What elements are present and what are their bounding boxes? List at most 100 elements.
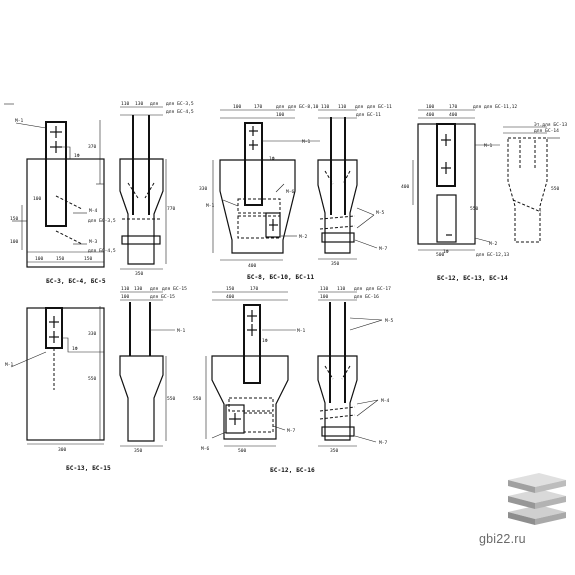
- drawing-bs16-side: 110 110 для для БС-17 100 для БС-16 М-5 …: [317, 286, 394, 454]
- column-stub: [436, 123, 456, 187]
- svg-text:500: 500: [238, 448, 247, 454]
- block-outline: [119, 158, 164, 265]
- svg-text:1Ф: 1Ф: [74, 153, 80, 159]
- svg-text:для: для: [150, 102, 159, 107]
- drawing-bs12-side: Эт.для БС-13 для БС-14 550: [503, 122, 567, 243]
- mark-m1: М-1: [297, 328, 306, 334]
- mark-m4: М-4: [381, 398, 390, 404]
- mark-m6: М-6: [286, 189, 295, 195]
- mark-m7: М-7: [379, 246, 388, 252]
- svg-text:370: 370: [88, 144, 97, 150]
- note-text: для БС-4,5: [88, 248, 116, 254]
- svg-text:Эт.для БС-13: Эт.для БС-13: [534, 122, 567, 128]
- caption-group3: БС-12, БС-13, БС-14: [437, 275, 508, 282]
- stacked-slabs-logo: [508, 473, 566, 525]
- mark-m1: М-1: [15, 118, 24, 124]
- svg-text:1Ф: 1Ф: [262, 338, 268, 344]
- svg-text:100: 100: [426, 104, 435, 110]
- svg-text:150: 150: [56, 256, 65, 262]
- watermark-text[interactable]: gbi22.ru: [479, 532, 526, 546]
- svg-text:300: 300: [58, 447, 67, 453]
- svg-text:150: 150: [10, 216, 19, 222]
- svg-text:100: 100: [10, 239, 19, 245]
- svg-text:400: 400: [401, 184, 410, 190]
- svg-text:400: 400: [449, 112, 458, 118]
- mark-m1: М-1: [302, 139, 311, 145]
- svg-text:130: 130: [134, 286, 143, 292]
- svg-text:150: 150: [84, 256, 93, 262]
- note-text: для БС-11: [356, 112, 381, 118]
- mark-m5: М-5: [376, 210, 385, 216]
- note-text: для БС-8,10: [288, 104, 319, 110]
- note-text: для БС-17: [366, 286, 391, 292]
- svg-text:для: для: [473, 105, 482, 110]
- svg-text:для: для: [355, 105, 364, 110]
- mark-m1: М-1: [484, 143, 493, 149]
- svg-text:550: 550: [551, 186, 560, 192]
- svg-text:170: 170: [250, 286, 259, 292]
- svg-text:330: 330: [199, 186, 208, 192]
- mark-m4: М-4: [89, 208, 98, 214]
- svg-text:350: 350: [135, 271, 144, 277]
- note-text: для БС-14: [534, 128, 559, 134]
- caption-group5: БС-12, БС-16: [270, 467, 315, 474]
- svg-text:150: 150: [226, 286, 235, 292]
- block-outline: [317, 355, 358, 441]
- mark-m2: М-2: [489, 241, 498, 247]
- svg-text:100: 100: [233, 104, 242, 110]
- svg-text:170: 170: [449, 104, 458, 110]
- note-text: для БС-12,13: [476, 252, 509, 258]
- svg-text:100: 100: [276, 112, 285, 118]
- svg-text:для: для: [354, 287, 363, 292]
- svg-text:130: 130: [135, 101, 144, 107]
- drawing-bs16-front: 150 170 400 1Ф 550 500 М-1 М-6 М-7: [193, 286, 306, 454]
- block-outline: [119, 355, 164, 442]
- svg-text:400: 400: [248, 263, 257, 269]
- svg-text:110: 110: [337, 286, 346, 292]
- mark-m1: М-1: [206, 203, 215, 209]
- mark-m6: М-6: [201, 446, 210, 452]
- note-text: для БС-3,5: [166, 101, 194, 107]
- note-text: для БС-11,12: [484, 104, 517, 110]
- svg-text:110: 110: [121, 101, 130, 107]
- mark-m2: М-2: [299, 234, 308, 240]
- block-outline: [507, 137, 548, 243]
- svg-text:550: 550: [470, 206, 479, 212]
- svg-text:350: 350: [134, 448, 143, 454]
- svg-text:100: 100: [33, 196, 42, 202]
- drawing-bs12-front: 100 170 для для БС-11,12 400 400 400 550…: [401, 104, 517, 258]
- note-text: для БС-3,5: [88, 218, 116, 224]
- drawing-bs3-side: 110 130 для для БС-3,5 для БС-4,5 770 35…: [119, 101, 194, 277]
- note-text: для БС-16: [354, 294, 379, 300]
- svg-text:1Ф: 1Ф: [72, 346, 78, 352]
- svg-text:500: 500: [436, 252, 445, 258]
- column-stub: [244, 122, 263, 206]
- drawing-bs13-side: 110 130 для для БС-15 100 для БС-15 550 …: [119, 286, 187, 454]
- mark-m5: М-5: [385, 318, 394, 324]
- svg-text:100: 100: [320, 294, 329, 300]
- column-stub: [45, 121, 67, 227]
- caption-group4: БС-13, БС-15: [66, 465, 111, 472]
- note-text: для БС-4,5: [166, 109, 194, 115]
- block-outline: [26, 307, 105, 441]
- drawing-bs13-front: 1Ф 330 550 300 М-1: [5, 306, 105, 453]
- svg-text:110: 110: [338, 104, 347, 110]
- svg-text:550: 550: [193, 396, 202, 402]
- svg-text:770: 770: [167, 206, 176, 212]
- mark-m1: М-1: [5, 362, 14, 368]
- svg-text:для: для: [276, 105, 285, 110]
- svg-text:100: 100: [121, 294, 130, 300]
- svg-text:550: 550: [167, 396, 176, 402]
- svg-text:110: 110: [321, 104, 330, 110]
- caption-group1: БС-3, БС-4, БС-5: [46, 278, 106, 285]
- svg-text:110: 110: [121, 286, 130, 292]
- drawing-bs8-front: 100 170 для для БС-8,10 100 330 400 1Ф М…: [199, 104, 320, 269]
- block-outline: [211, 355, 289, 440]
- svg-text:350: 350: [330, 448, 339, 454]
- caption-group2: БС-8, БС-10, БС-11: [247, 274, 314, 281]
- svg-text:1Ф: 1Ф: [443, 249, 449, 255]
- mark-m3: М-3: [89, 239, 98, 245]
- svg-text:для: для: [150, 287, 159, 292]
- drawing-bs8-side: 110 110 для для БС-11 для БС-11 М-5 М-7 …: [317, 104, 392, 267]
